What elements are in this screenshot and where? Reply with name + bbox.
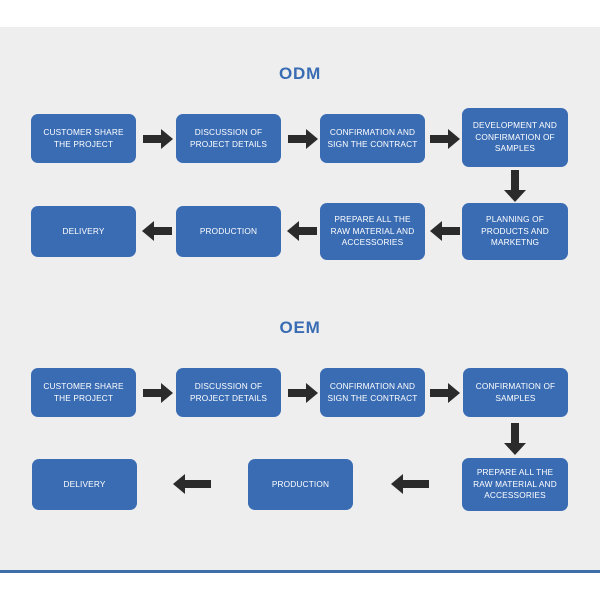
process-box-odm-delivery[interactable]: DELIVERY <box>31 206 136 257</box>
arrow-right-icon <box>288 129 318 149</box>
section-title-odm: ODM <box>278 64 322 83</box>
box-label: PRODUCTION <box>271 478 330 489</box>
arrow-right-icon <box>143 383 173 403</box>
arrow-down-icon <box>504 423 526 455</box>
process-box-oem-production[interactable]: PRODUCTION <box>248 459 353 510</box>
arrow-left-icon <box>391 474 429 494</box>
arrow-right-icon <box>430 129 460 149</box>
box-label: PRODUCTION <box>199 225 258 236</box>
arrow-left-icon <box>142 221 172 241</box>
arrow-down-icon <box>504 170 526 202</box>
process-box-odm-production[interactable]: PRODUCTION <box>176 206 281 257</box>
bottom-divider <box>0 570 600 573</box>
box-label: DELIVERY <box>63 478 106 489</box>
box-label: DELIVERY <box>62 225 105 236</box>
arrow-right-icon <box>143 129 173 149</box>
section-title-oem: OEM <box>279 318 321 337</box>
arrow-left-icon <box>430 221 460 241</box>
arrow-left-icon <box>173 474 211 494</box>
arrow-right-icon <box>430 383 460 403</box>
arrow-left-icon <box>287 221 317 241</box>
arrow-right-icon <box>288 383 318 403</box>
process-box-oem-delivery[interactable]: DELIVERY <box>32 459 137 510</box>
